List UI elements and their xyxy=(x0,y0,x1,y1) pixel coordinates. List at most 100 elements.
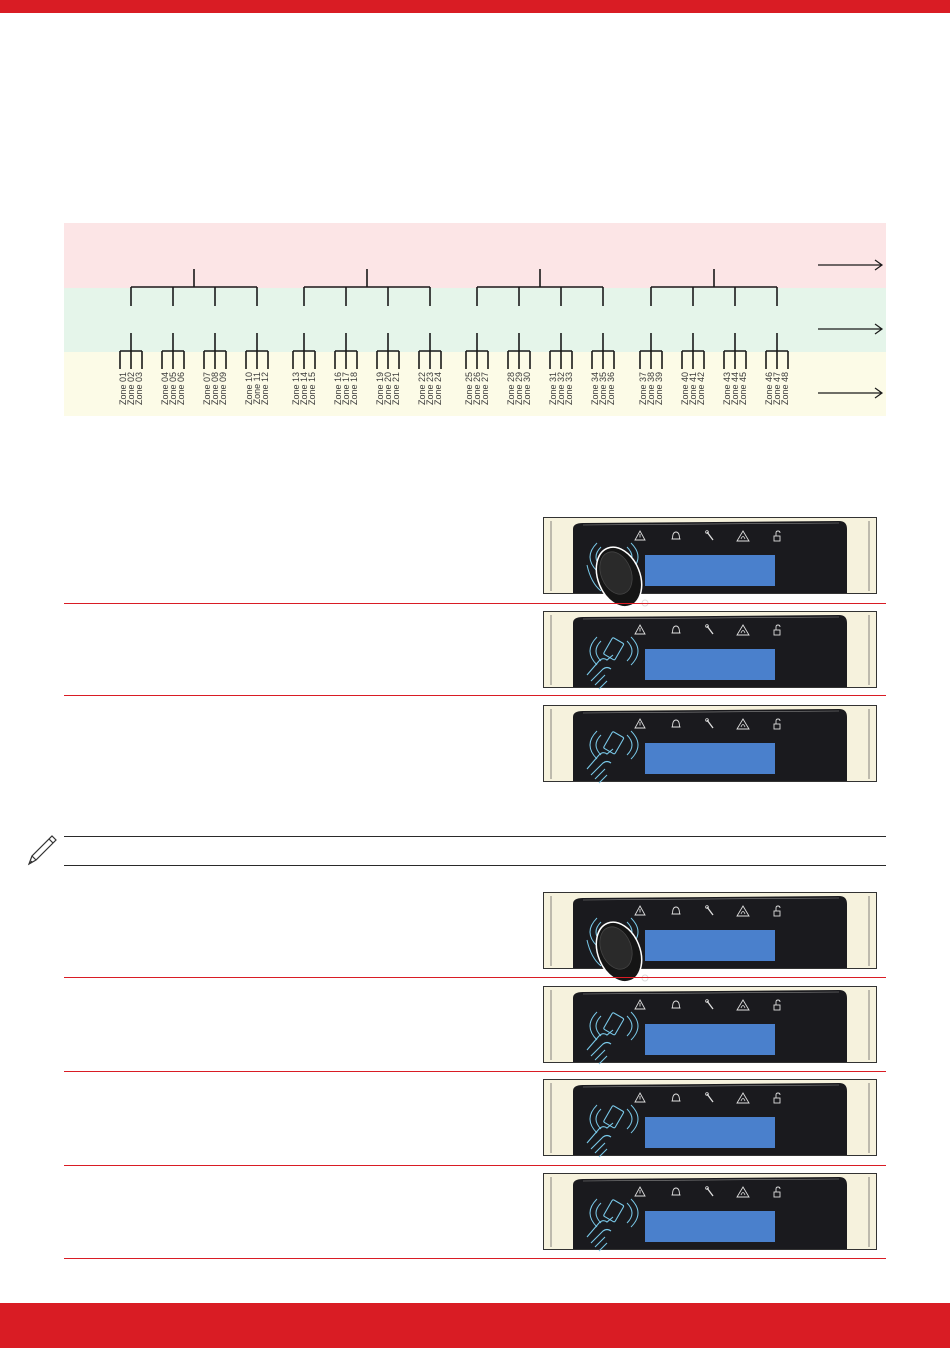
tool-icon xyxy=(705,530,714,541)
hand-card-icon xyxy=(586,1105,625,1158)
contactless-reader-icon xyxy=(589,1198,639,1228)
hand-card-icon xyxy=(586,1199,625,1252)
zone-label: Zone 02 xyxy=(126,372,136,405)
zone-connector xyxy=(376,333,400,369)
tool-icon xyxy=(705,905,714,916)
key-fob-icon xyxy=(586,921,649,983)
contactless-reader-icon xyxy=(589,1011,639,1041)
warning-icon xyxy=(634,624,646,635)
zone-label: Zone 25 xyxy=(464,372,474,405)
unlock-icon xyxy=(773,624,781,636)
zone-label: Zone 14 xyxy=(299,372,309,405)
lcd-screen xyxy=(645,1117,775,1148)
zone-label: Zone 35 xyxy=(598,372,608,405)
zone-label: Zone 08 xyxy=(210,372,220,405)
keypad-illustration-1 xyxy=(543,517,877,619)
arrow-right-icon xyxy=(818,323,884,335)
arrow-right-icon xyxy=(818,259,884,271)
area-connector xyxy=(304,269,430,288)
zone-label: Zone 23 xyxy=(425,372,435,405)
unlock-icon xyxy=(773,1092,781,1104)
unlock-icon xyxy=(773,1186,781,1198)
zone-label: Zone 11 xyxy=(252,372,262,404)
lcd-screen xyxy=(645,649,775,680)
zone-label: Zone 39 xyxy=(654,372,664,405)
fire-icon xyxy=(736,1186,750,1198)
row-divider xyxy=(64,977,886,978)
zone-connector xyxy=(507,333,531,369)
zone-label: Zone 27 xyxy=(480,372,490,405)
zone-label: Zone 46 xyxy=(764,372,774,405)
fire-icon xyxy=(736,999,750,1011)
zone-label: Zone 45 xyxy=(738,372,748,405)
zone-label: Zone 38 xyxy=(646,372,656,405)
key-fob-icon xyxy=(586,546,649,608)
lcd-screen xyxy=(645,1211,775,1242)
keypad-illustration-2 xyxy=(543,611,877,690)
keypad-illustration-7 xyxy=(543,1173,877,1252)
zone-label: Zone 17 xyxy=(341,372,351,405)
zone-label: Zone 32 xyxy=(556,372,566,405)
bell-icon xyxy=(671,1000,681,1009)
zone-connector xyxy=(681,333,705,369)
row-divider xyxy=(64,603,886,604)
zone-connector xyxy=(591,333,615,369)
hand-card-icon xyxy=(586,731,625,784)
bell-icon xyxy=(671,625,681,634)
zone-label: Zone 21 xyxy=(391,372,401,405)
unlock-icon xyxy=(773,718,781,730)
zone-connector xyxy=(639,333,663,369)
zone-label: Zone 40 xyxy=(680,372,690,405)
zone-label: Zone 30 xyxy=(522,372,532,405)
note-rule-top xyxy=(64,836,886,837)
zone-label: Zone 09 xyxy=(218,372,228,405)
bell-icon xyxy=(671,531,681,540)
band-zones xyxy=(64,352,886,416)
bell-icon xyxy=(671,1187,681,1196)
zone-label: Zone 34 xyxy=(590,372,600,405)
zone-connector xyxy=(292,333,316,369)
lcd-screen xyxy=(645,555,775,586)
zone-label: Zone 24 xyxy=(433,372,443,405)
fire-icon xyxy=(736,624,750,636)
contactless-reader-icon xyxy=(589,636,639,666)
zone-connector xyxy=(334,333,358,369)
zone-label: Zone 15 xyxy=(307,372,317,405)
zone-connector xyxy=(245,333,269,369)
zone-label: Zone 26 xyxy=(472,372,482,405)
zone-label: Zone 33 xyxy=(564,372,574,405)
zone-label: Zone 13 xyxy=(291,372,301,405)
zone-connector xyxy=(723,333,747,369)
zone-label: Zone 05 xyxy=(168,372,178,405)
keypad-illustration-5 xyxy=(543,986,877,1065)
bell-icon xyxy=(671,1093,681,1102)
zone-label: Zone 42 xyxy=(696,372,706,405)
zone-label: Zone 20 xyxy=(383,372,393,405)
zone-connector xyxy=(465,333,489,369)
unlock-icon xyxy=(773,999,781,1011)
zone-label: Zone 43 xyxy=(722,372,732,405)
zone-label: Zone 37 xyxy=(638,372,648,405)
contactless-reader-icon xyxy=(589,730,639,760)
bell-icon xyxy=(671,719,681,728)
bottom-red-bar xyxy=(0,1303,950,1348)
arrow-right-icon xyxy=(818,387,884,399)
tool-icon xyxy=(705,624,714,635)
fire-icon xyxy=(736,718,750,730)
unlock-icon xyxy=(773,530,781,542)
zone-connector xyxy=(119,333,143,369)
zone-label: Zone 19 xyxy=(375,372,385,405)
warning-icon xyxy=(634,530,646,541)
zone-label: Zone 04 xyxy=(160,372,170,405)
zone-label: Zone 01 xyxy=(118,372,128,405)
zone-label: Zone 12 xyxy=(260,372,270,405)
zone-label: Zone 29 xyxy=(514,372,524,405)
zone-label: Zone 48 xyxy=(780,372,790,405)
lcd-screen xyxy=(645,930,775,961)
warning-icon xyxy=(634,1092,646,1103)
unlock-icon xyxy=(773,905,781,917)
zone-label: Zone 31 xyxy=(548,372,558,405)
zone-label: Zone 22 xyxy=(417,372,427,405)
